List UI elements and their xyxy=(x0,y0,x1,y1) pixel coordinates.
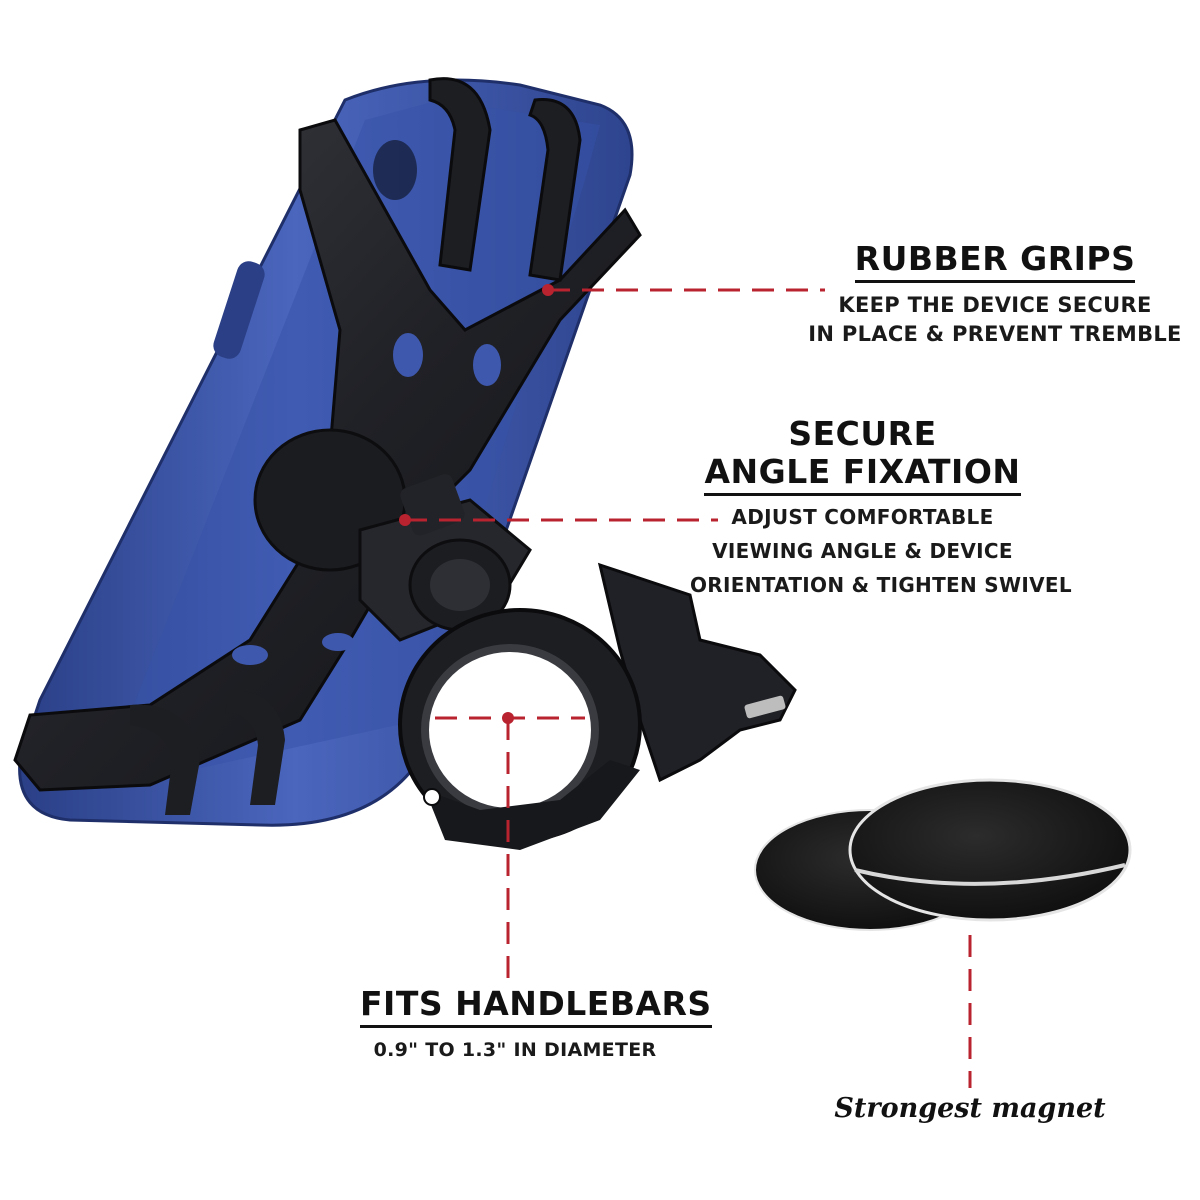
rubber-grips-desc-line-2: IN PLACE & PREVENT TREMBLE xyxy=(808,322,1182,346)
angle-fixation-desc-line-1: ADJUST COMFORTABLE xyxy=(731,505,994,529)
angle-fixation-desc-line-3: ORIENTATION & TIGHTEN SWIVEL xyxy=(690,573,1072,597)
swivel-joint xyxy=(253,428,532,642)
rubber-grips-desc-line-1: KEEP THE DEVICE SECURE xyxy=(838,293,1152,317)
leader-dot-handlebar xyxy=(502,712,514,724)
leader-dots xyxy=(399,284,554,724)
handlebar-clamp xyxy=(398,562,797,850)
callout-handlebars: FITS HANDLEBARS 0.9" TO 1.3" IN DIAMETER xyxy=(360,985,712,1065)
callout-rubber-grips: RUBBER GRIPS KEEP THE DEVICE SECURE IN P… xyxy=(800,240,1190,349)
handlebars-desc: 0.9" TO 1.3" IN DIAMETER xyxy=(373,1039,657,1061)
magnet-plates xyxy=(754,778,1132,931)
angle-fixation-title-line-2: ANGLE FIXATION xyxy=(704,453,1021,496)
leader-dot-rubber-grips xyxy=(542,284,554,296)
handlebars-title: FITS HANDLEBARS xyxy=(360,985,712,1028)
callout-angle-fixation: SECURE ANGLE FIXATION ADJUST COMFORTABLE… xyxy=(690,414,1072,598)
angle-fixation-desc-line-2: VIEWING ANGLE & DEVICE xyxy=(712,539,1013,563)
rubber-grip-cage xyxy=(13,77,642,815)
magnet-caption: Strongest magnet xyxy=(834,1093,1106,1124)
leader-dot-angle-fixation xyxy=(399,514,411,526)
rubber-grips-title: RUBBER GRIPS xyxy=(854,240,1136,283)
angle-fixation-title-line-1: SECURE xyxy=(788,414,937,453)
